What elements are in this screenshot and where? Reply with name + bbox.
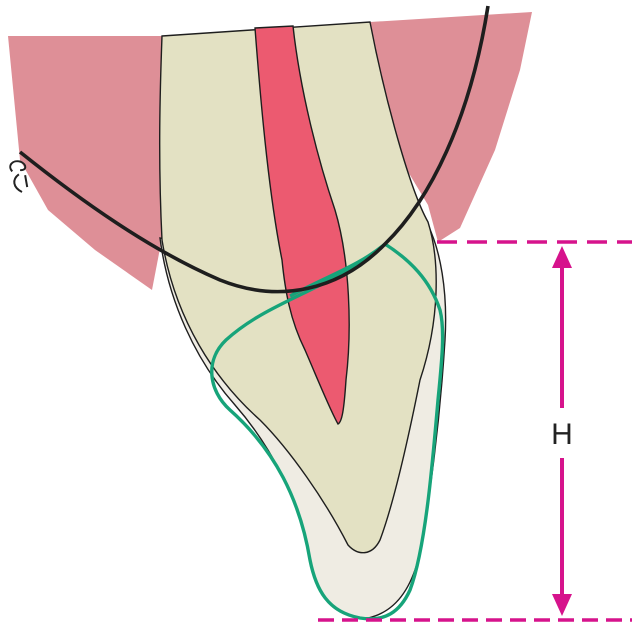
height-label: H	[551, 418, 573, 451]
arrowhead-down	[552, 594, 572, 616]
arrowhead-up	[552, 246, 572, 268]
